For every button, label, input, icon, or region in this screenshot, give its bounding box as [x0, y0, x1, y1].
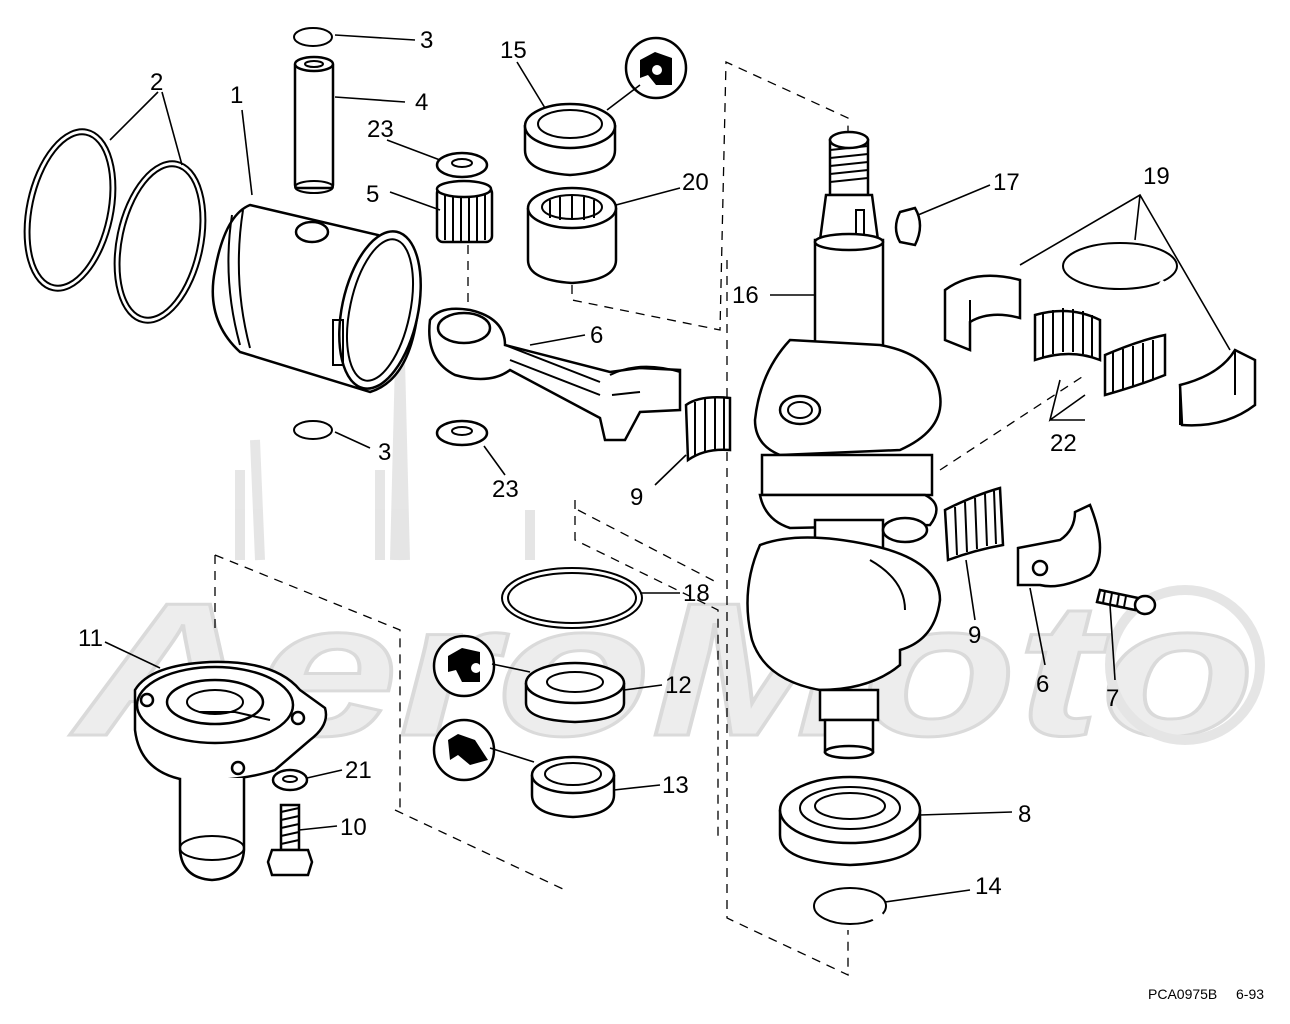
crankshaft-seal-top [523, 102, 617, 177]
callout-18: 18 [683, 580, 710, 607]
callout-6-cap: 6 [1036, 671, 1049, 698]
thrust-washer-bottom [435, 419, 489, 447]
watermark-wheel [1105, 585, 1265, 745]
callout-5: 5 [366, 181, 379, 208]
callout-16: 16 [732, 282, 759, 309]
connecting-rod [428, 307, 682, 442]
assembly-lines [214, 60, 1086, 977]
piston [211, 203, 422, 394]
rod-cap-screw [1095, 588, 1157, 616]
callout-15: 15 [500, 37, 527, 64]
thrust-washer-top [435, 151, 489, 179]
callout-23-bottom: 23 [492, 476, 519, 503]
bearing-retaining-ring [813, 887, 887, 925]
figure-footer: PCA0975B 6-93 [1148, 986, 1264, 1002]
callout-22: 22 [1050, 430, 1077, 457]
lower-ball-bearing [778, 775, 922, 867]
o-ring [501, 567, 643, 629]
crankpin-needle-bearing-lower [943, 486, 1005, 562]
callout-7: 7 [1106, 685, 1119, 712]
crankshaft [746, 130, 942, 760]
main-needle-bearing-halves [1033, 308, 1167, 397]
callout-labels: 1 2 3 3 4 5 6 6 7 8 9 9 10 11 12 13 14 1… [78, 27, 1170, 900]
callout-6-rod: 6 [590, 322, 603, 349]
piston-pin [293, 55, 335, 194]
piston-pin-circlip-top [293, 27, 333, 47]
callout-9-lower: 9 [968, 622, 981, 649]
crankpin-needle-bearing-upper [684, 396, 732, 463]
sealant-symbol-icon [432, 718, 496, 782]
callout-3-top: 3 [420, 27, 433, 54]
figure-code: PCA0975B [1148, 986, 1217, 1002]
lower-seal [524, 661, 626, 724]
figure-date: 6-93 [1236, 986, 1264, 1002]
callout-2: 2 [150, 69, 163, 96]
callout-12: 12 [665, 672, 692, 699]
callout-19: 19 [1143, 163, 1170, 190]
callout-1: 1 [230, 82, 243, 109]
callout-20: 20 [682, 169, 709, 196]
callout-21: 21 [345, 757, 372, 784]
callout-13: 13 [662, 772, 689, 799]
connecting-rod-cap [1016, 503, 1102, 588]
housing-washer [271, 768, 309, 792]
grease-symbol-icon [432, 634, 496, 698]
callout-3-bottom: 3 [378, 439, 391, 466]
callout-4: 4 [415, 89, 428, 116]
callout-11: 11 [78, 625, 103, 652]
bearing-housing [133, 660, 328, 882]
woodruff-key [894, 206, 922, 247]
lower-oil-seal [530, 755, 616, 819]
leader-lines [104, 34, 1231, 903]
piston-pin-circlip-bottom [293, 420, 333, 440]
callout-23-top: 23 [367, 116, 394, 143]
upper-main-bearing [526, 186, 618, 285]
grease-symbol-icon [624, 36, 688, 100]
housing-screw [266, 803, 314, 877]
small-end-needle-bearing [435, 179, 494, 244]
piston-rings [23, 128, 207, 324]
callout-9-upper: 9 [630, 484, 643, 511]
callout-8: 8 [1018, 801, 1031, 828]
callout-17: 17 [993, 169, 1020, 196]
bearing-race-half-right [1178, 348, 1257, 427]
bearing-retainer-ring [1062, 242, 1178, 293]
callout-10: 10 [340, 814, 367, 841]
bearing-race-half-left [943, 274, 1022, 352]
callout-14: 14 [975, 873, 1002, 900]
